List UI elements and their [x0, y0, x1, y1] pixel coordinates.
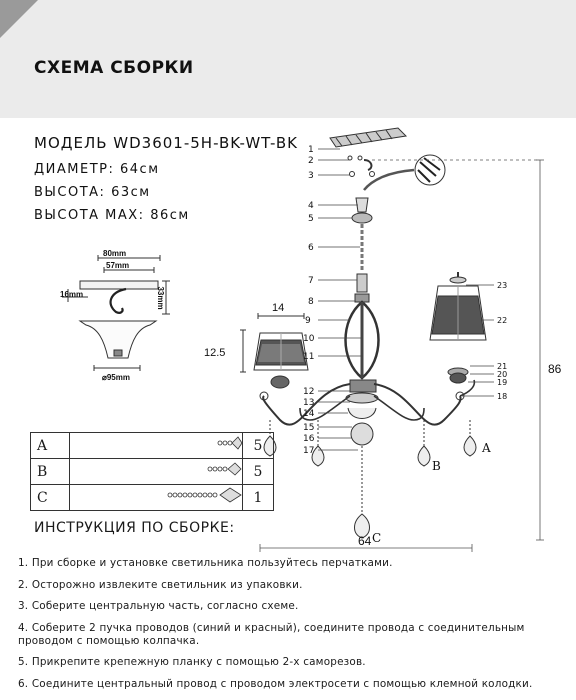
spec-model: МОДЕЛЬ WD3601-5H-BK-WT-BK [34, 134, 298, 152]
instruction-step: 6. Соедините центральный провод с провод… [18, 677, 533, 690]
shade-height: 12.5 [204, 347, 225, 359]
callout-leaders [318, 148, 494, 451]
dim-57: 57mm [106, 261, 129, 270]
part-qty: 1 [242, 484, 274, 511]
letter-a: A [481, 441, 491, 455]
callout-10: 10 [303, 334, 315, 344]
part-code: C [30, 484, 70, 511]
callout-23: 23 [497, 281, 507, 290]
instructions-list: 1. При сборке и установке светильника по… [18, 557, 573, 699]
diameter-label: ДИАМЕТР: [34, 162, 115, 177]
callout-labels: 1 2 3 4 5 6 7 8 9 10 11 12 13 14 15 16 1… [303, 145, 507, 456]
height-max-label: ВЫСОТА MAX: [34, 208, 145, 223]
spec-height-max: ВЫСОТА MAX: 86см [34, 208, 190, 223]
callout-2: 2 [308, 156, 314, 166]
canopy-detail [62, 255, 170, 371]
callout-18: 18 [497, 392, 507, 401]
letter-c: C [372, 531, 381, 545]
shade-detail [240, 313, 309, 389]
ceiling-plate [329, 127, 446, 191]
table-row: A 5 [30, 432, 274, 459]
part-qty: 5 [242, 458, 274, 485]
dim-16: 16mm [60, 290, 83, 299]
instruction-step: 2. Осторожно извлеките светильник из упа… [18, 578, 303, 591]
spec-height: ВЫСОТА: 63см [34, 185, 151, 200]
table-row: B 5 [30, 458, 274, 485]
center-stem [344, 197, 380, 446]
crystal-drop-icon [217, 436, 243, 450]
instruction-step: 3. Соберите центральную часть, согласно … [18, 600, 299, 612]
dim-33: 33mm [156, 286, 165, 309]
corner-decoration [0, 0, 38, 38]
callout-20: 20 [497, 370, 507, 379]
callout-3: 3 [308, 171, 314, 181]
callout-15: 15 [303, 423, 314, 433]
part-image-a [69, 432, 243, 459]
page-title: СХЕМА СБОРКИ [34, 58, 194, 78]
callout-16: 16 [303, 434, 315, 444]
callout-14: 14 [303, 409, 315, 419]
callout-9: 9 [305, 316, 311, 326]
part-qty: 5 [242, 432, 274, 459]
spec-diameter: ДИАМЕТР: 64см [34, 162, 160, 177]
diameter-value: 64см [120, 162, 160, 177]
callout-8: 8 [308, 297, 314, 307]
callout-21: 21 [497, 362, 507, 371]
callout-7: 7 [308, 276, 314, 286]
part-image-b [69, 458, 243, 485]
right-shade [429, 272, 487, 384]
callout-13: 13 [303, 398, 314, 408]
arms [259, 379, 476, 426]
callout-5: 5 [308, 214, 314, 224]
instructions-title: ИНСТРУКЦИЯ ПО СБОРКЕ: [34, 520, 235, 536]
callout-1: 1 [308, 145, 314, 155]
crystal-drop-icon [167, 487, 242, 503]
callout-4: 4 [308, 201, 314, 211]
instruction-step: 1. При сборке и установке светильника по… [18, 557, 393, 569]
shade-width: 14 [272, 302, 284, 314]
dim-80: 80mm [103, 249, 126, 258]
model-label: МОДЕЛЬ [34, 134, 108, 152]
part-image-c [69, 484, 243, 511]
overall-width: 64 [358, 534, 372, 548]
callout-22: 22 [497, 316, 507, 325]
part-code: A [30, 432, 70, 459]
letter-b: B [432, 459, 441, 473]
height-value: 63см [111, 185, 151, 200]
instruction-step: 5. Прикрепите крепежную планку с помощью… [18, 656, 366, 668]
instruction-step: 4. Соберите 2 пучка проводов (синий и кр… [18, 621, 525, 647]
dim-95: ⌀95mm [102, 373, 130, 382]
callout-12: 12 [303, 387, 314, 397]
callout-6: 6 [308, 243, 314, 253]
parts-table: A 5 B 5 C [30, 432, 274, 511]
crystal-drop-icon [207, 462, 242, 476]
height-label: ВЫСОТА: [34, 185, 106, 200]
table-row: C 1 [30, 484, 274, 511]
callout-19: 19 [497, 378, 507, 387]
model-value: WD3601-5H-BK-WT-BK [113, 134, 298, 152]
overall-height: 86 [548, 362, 562, 376]
height-max-value: 86см [150, 208, 190, 223]
callout-17: 17 [303, 446, 314, 456]
part-code: B [30, 458, 70, 485]
overall-dimensions [259, 159, 544, 552]
header-band: СХЕМА СБОРКИ [0, 0, 576, 118]
callout-11: 11 [303, 352, 314, 362]
